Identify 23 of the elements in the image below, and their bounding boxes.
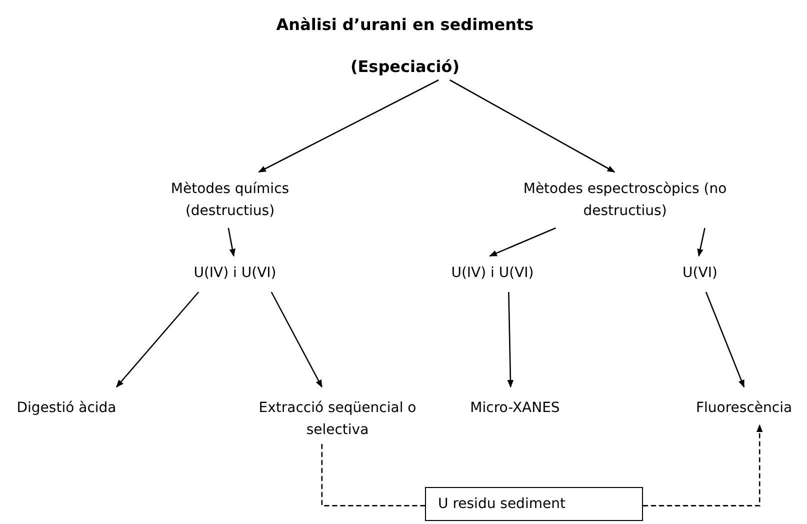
diagram-heading: Anàlisi d’urani en sediments [275,14,535,36]
arrow [705,292,745,388]
node-label: U(IV) i U(VI) [450,264,535,283]
diagram-subheading: (Especiació) [349,56,461,78]
node-label: Mètodes químics (destructius) [170,180,290,221]
node-label: Fluorescència [694,399,794,418]
arrow [258,79,439,173]
arrow [489,227,556,257]
node-label: U(IV) i U(VI) [192,264,278,283]
node-label: Micro-XANES [469,399,561,418]
arrow [116,292,200,388]
process-box [425,487,643,521]
arrow [270,292,322,388]
arrow [449,79,616,173]
dashed-arrow [643,424,763,506]
node-label: Extracció seqüencial o selectiva [258,399,418,440]
node-label: U residu sediment [438,495,566,514]
node-label: Digestió àcida [16,399,118,418]
arrow [697,228,706,257]
arrow [507,292,514,388]
arrow [228,228,236,257]
node-label: Mètodes espectroscòpics (no destructius) [522,180,728,221]
node-label: U(VI) [682,264,718,283]
